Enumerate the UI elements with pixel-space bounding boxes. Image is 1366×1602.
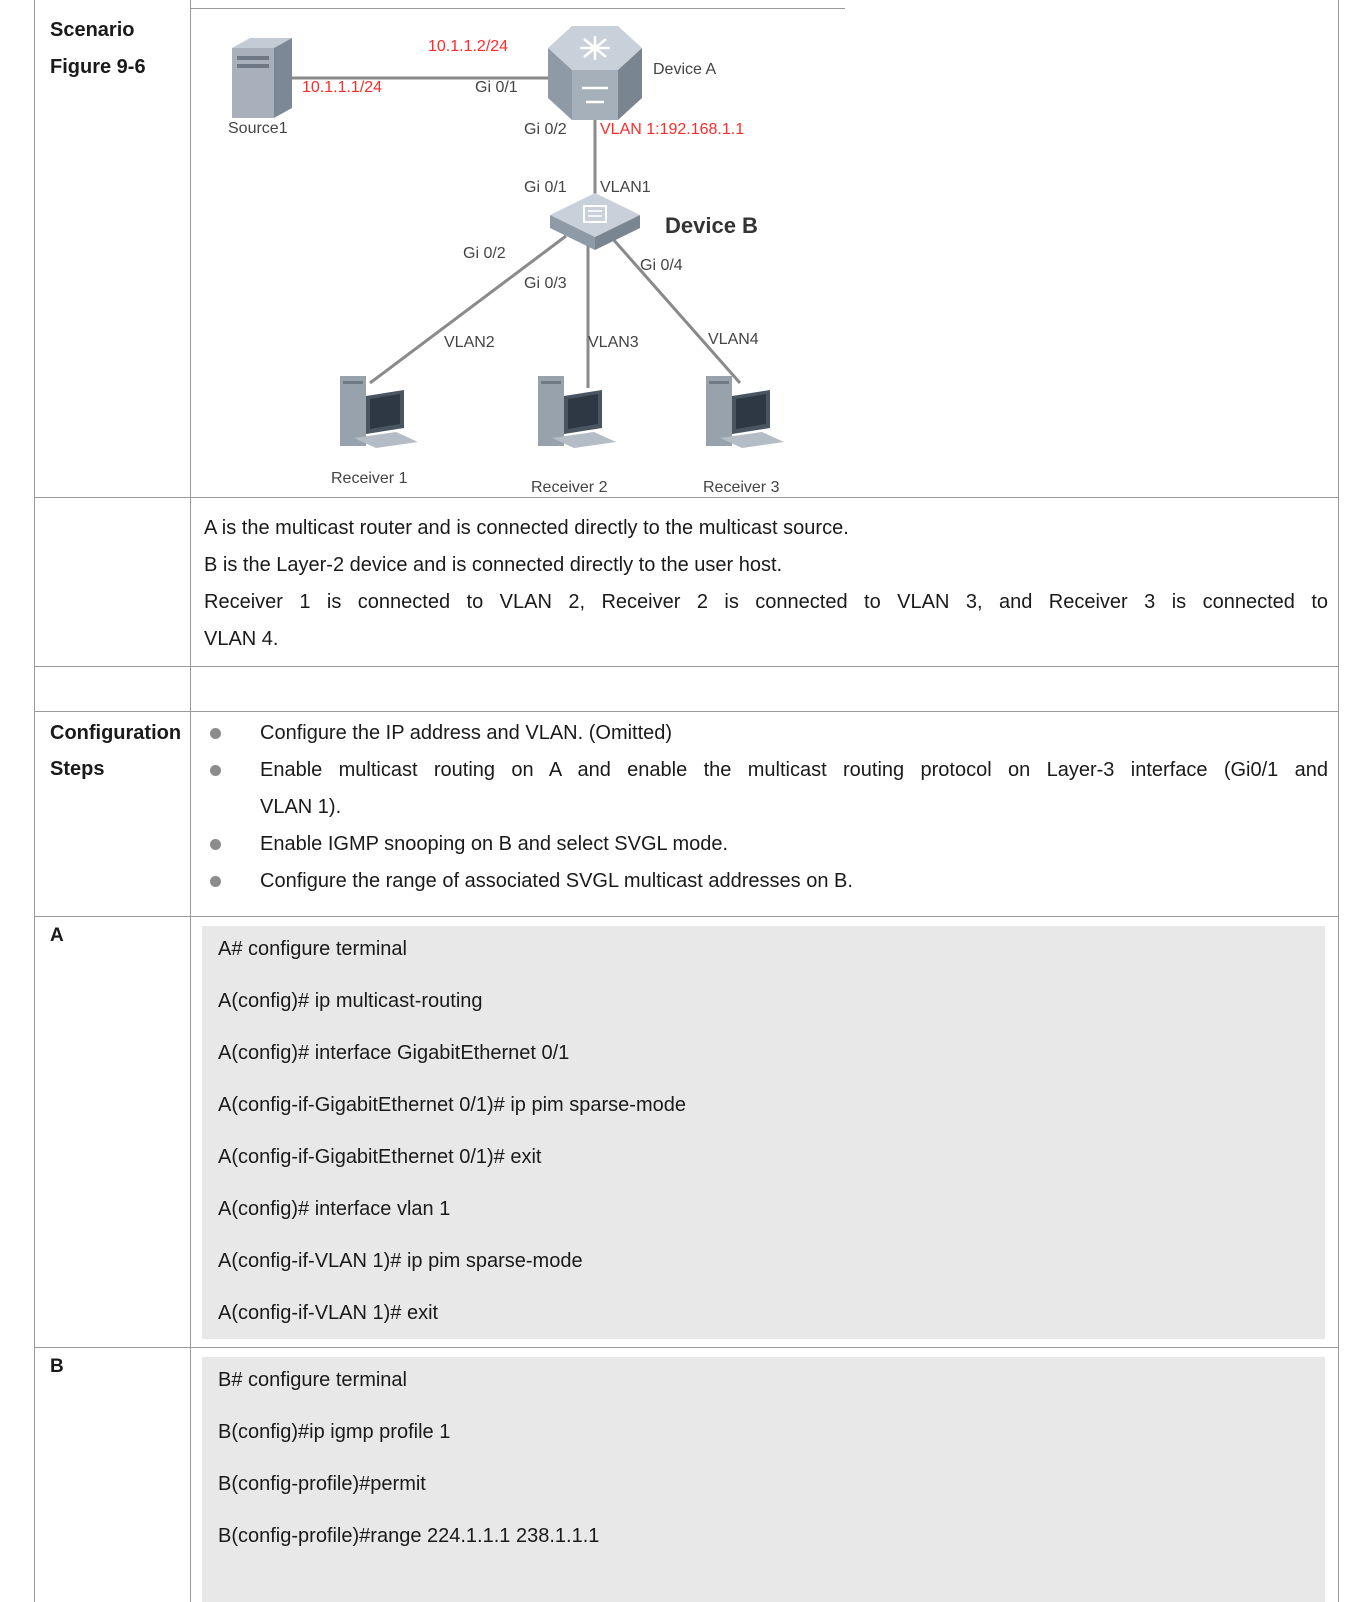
device-a-port-gi02: Gi 0/2 bbox=[524, 121, 567, 138]
ip-device-a-gi01: 10.1.1.2/24 bbox=[428, 38, 508, 55]
receiver2-label: Receiver 2 bbox=[531, 479, 608, 496]
description-line: B is the Layer-2 device and is connected… bbox=[204, 554, 783, 576]
bullet-dot bbox=[210, 765, 221, 776]
computer-icon bbox=[706, 376, 784, 448]
device-b-port-gi01: Gi 0/1 bbox=[524, 179, 567, 196]
description-line: Receiver 1 is connected to VLAN 2, Recei… bbox=[204, 591, 1328, 613]
label-a: A bbox=[50, 925, 64, 946]
row-divider bbox=[34, 497, 1339, 498]
code-line: A(config)# interface GigabitEthernet 0/1 bbox=[218, 1042, 570, 1064]
device-b-label: Device B bbox=[665, 213, 758, 238]
receiver3-label: Receiver 3 bbox=[703, 479, 780, 496]
description-line: A is the multicast router and is connect… bbox=[204, 517, 849, 539]
table-left-border bbox=[34, 0, 35, 1602]
computer-icon bbox=[340, 376, 418, 448]
computer-icon bbox=[538, 376, 616, 448]
description-line: VLAN 4. bbox=[204, 628, 279, 650]
source1-label: Source1 bbox=[228, 120, 288, 137]
vlan2-label: VLAN2 bbox=[444, 334, 495, 351]
label-steps: Steps bbox=[50, 758, 105, 780]
row-divider bbox=[34, 711, 1339, 712]
label-configuration: Configuration bbox=[50, 722, 182, 744]
row-divider bbox=[34, 1347, 1339, 1348]
table-right-border bbox=[1338, 0, 1339, 1602]
vlan3-label: VLAN3 bbox=[588, 334, 639, 351]
step-item: Configure the IP address and VLAN. (Omit… bbox=[260, 722, 673, 744]
code-line: B# configure terminal bbox=[218, 1369, 407, 1391]
code-line: A(config-if-GigabitEthernet 0/1)# exit bbox=[218, 1146, 542, 1168]
code-line: B(config-profile)#permit bbox=[218, 1473, 426, 1495]
device-b-port-gi03: Gi 0/3 bbox=[524, 275, 567, 292]
receiver1-label: Receiver 1 bbox=[331, 470, 408, 487]
vlan4-label: VLAN4 bbox=[708, 331, 759, 348]
bullet-dot bbox=[210, 876, 221, 887]
device-b-vlan1: VLAN1 bbox=[600, 179, 651, 196]
device-b-port-gi02: Gi 0/2 bbox=[463, 245, 506, 262]
bullet-dot bbox=[210, 728, 221, 739]
step-item: Configure the range of associated SVGL m… bbox=[260, 870, 853, 892]
column-divider bbox=[190, 0, 191, 1602]
code-line: B(config-profile)#range 224.1.1.1 238.1.… bbox=[218, 1525, 600, 1547]
switch-icon bbox=[550, 193, 640, 250]
network-diagram: 10.1.1.2/24 10.1.1.1/24 Device A Gi 0/1 … bbox=[228, 26, 784, 496]
code-block-a: A# configure terminal A(config)# ip mult… bbox=[202, 926, 1325, 1339]
link-lines bbox=[292, 76, 742, 388]
device-a-vlan1-ip: VLAN 1:192.168.1.1 bbox=[600, 121, 744, 138]
device-b-port-gi04: Gi 0/4 bbox=[640, 257, 683, 274]
device-a-label: Device A bbox=[653, 61, 716, 78]
server-icon bbox=[232, 38, 292, 118]
code-line: A(config)# ip multicast-routing bbox=[218, 990, 483, 1012]
code-line: A(config-if-VLAN 1)# exit bbox=[218, 1302, 439, 1324]
code-line: A(config-if-GigabitEthernet 0/1)# ip pim… bbox=[218, 1094, 686, 1116]
row-divider bbox=[34, 666, 1339, 667]
ip-source1: 10.1.1.1/24 bbox=[302, 79, 382, 96]
label-b: B bbox=[50, 1356, 64, 1377]
code-line: A# configure terminal bbox=[218, 938, 407, 960]
code-line: B(config)#ip igmp profile 1 bbox=[218, 1421, 451, 1443]
code-line: A(config)# interface vlan 1 bbox=[218, 1198, 451, 1220]
step-item: Enable IGMP snooping on B and select SVG… bbox=[260, 833, 729, 855]
label-scenario: Scenario bbox=[50, 19, 135, 41]
device-a-port-gi01: Gi 0/1 bbox=[475, 79, 518, 96]
row-divider bbox=[34, 916, 1339, 917]
bullet-dot bbox=[210, 839, 221, 850]
step-item: Enable multicast routing on A and enable… bbox=[260, 759, 1328, 781]
code-line: A(config-if-VLAN 1)# ip pim sparse-mode bbox=[218, 1250, 583, 1272]
router-icon bbox=[548, 26, 642, 120]
code-block-b: B# configure terminal B(config)#ip igmp … bbox=[202, 1357, 1325, 1602]
label-figure: Figure 9-6 bbox=[50, 56, 146, 78]
table-top-border bbox=[190, 8, 845, 9]
step-item: VLAN 1). bbox=[260, 796, 342, 818]
